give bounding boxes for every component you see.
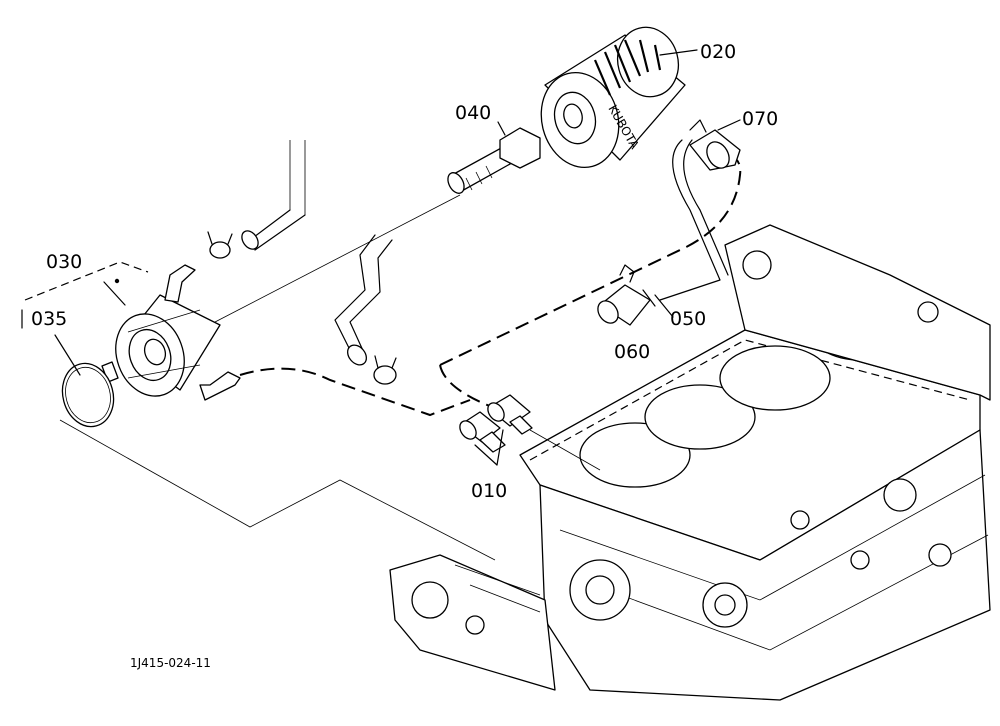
callout-020: 020 [700,41,736,63]
callout-070: 070 [742,108,778,130]
oil-filter: KUBOTA [540,26,686,169]
callout-030: 030 [46,251,82,273]
callout-leaders [21,49,741,466]
callout-labels: 020 040 070 030 035 050 060 010 1J415-02… [31,41,778,670]
callout-050: 050 [670,308,706,330]
drawing-code: 1J415-024-11 [130,656,211,670]
engine-block [389,224,991,701]
o-ring [61,362,115,428]
hose-clamp-lower [373,355,397,385]
connector-060 [597,264,651,326]
callout-010: 010 [471,480,507,502]
callout-040: 040 [455,102,491,124]
guide-lines [59,140,601,561]
nipples-010 [459,394,533,453]
callout-060: 060 [614,341,650,363]
hose-clamp-upper [207,231,233,259]
callout-035: 035 [31,308,67,330]
filter-fitting [447,127,541,194]
clamp-070 [689,119,741,171]
oil-cooler [101,264,241,401]
